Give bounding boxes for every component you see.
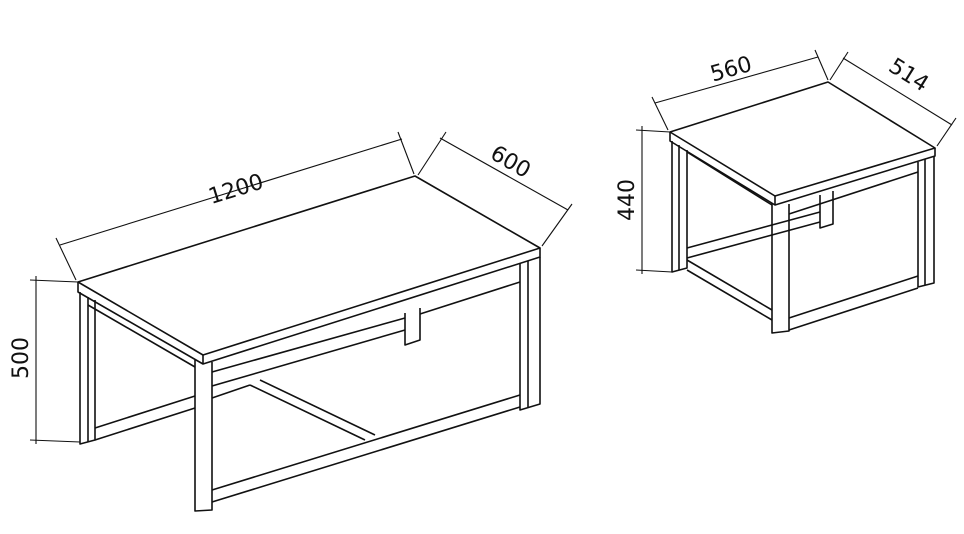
coffee-table-leg-front (194, 360, 213, 512)
dimension-depth-600: 600 (417, 131, 573, 247)
dimension-length-1200: 1200 (55, 131, 415, 281)
coffee-table-leg-left (79, 292, 96, 445)
coffee-table: 1200 600 500 (9, 131, 573, 512)
side-depth-label: 514 (884, 54, 933, 97)
coffee-table-rails (87, 281, 521, 503)
dimension-depth-514: 514 (829, 51, 957, 147)
side-length-label: 560 (708, 52, 755, 88)
dimension-height-440: 440 (615, 126, 673, 274)
coffee-table-top (77, 175, 541, 356)
coffee-table-top-edge (77, 248, 541, 365)
coffee-table-leg-right (519, 257, 541, 411)
coffee-table-leg-back (404, 308, 421, 346)
side-height-label: 440 (615, 179, 640, 221)
side-table-leg-front (771, 203, 790, 334)
side-table-rails (686, 151, 919, 331)
side-table-leg-back (819, 191, 834, 229)
height-label: 500 (9, 337, 34, 379)
side-table-leg-right (917, 156, 935, 288)
side-table-top-edge (669, 132, 936, 206)
side-table: 560 514 440 (615, 49, 957, 334)
side-table-leg-left (671, 141, 688, 273)
dimension-height-500: 500 (9, 276, 81, 444)
length-label: 1200 (206, 170, 267, 210)
